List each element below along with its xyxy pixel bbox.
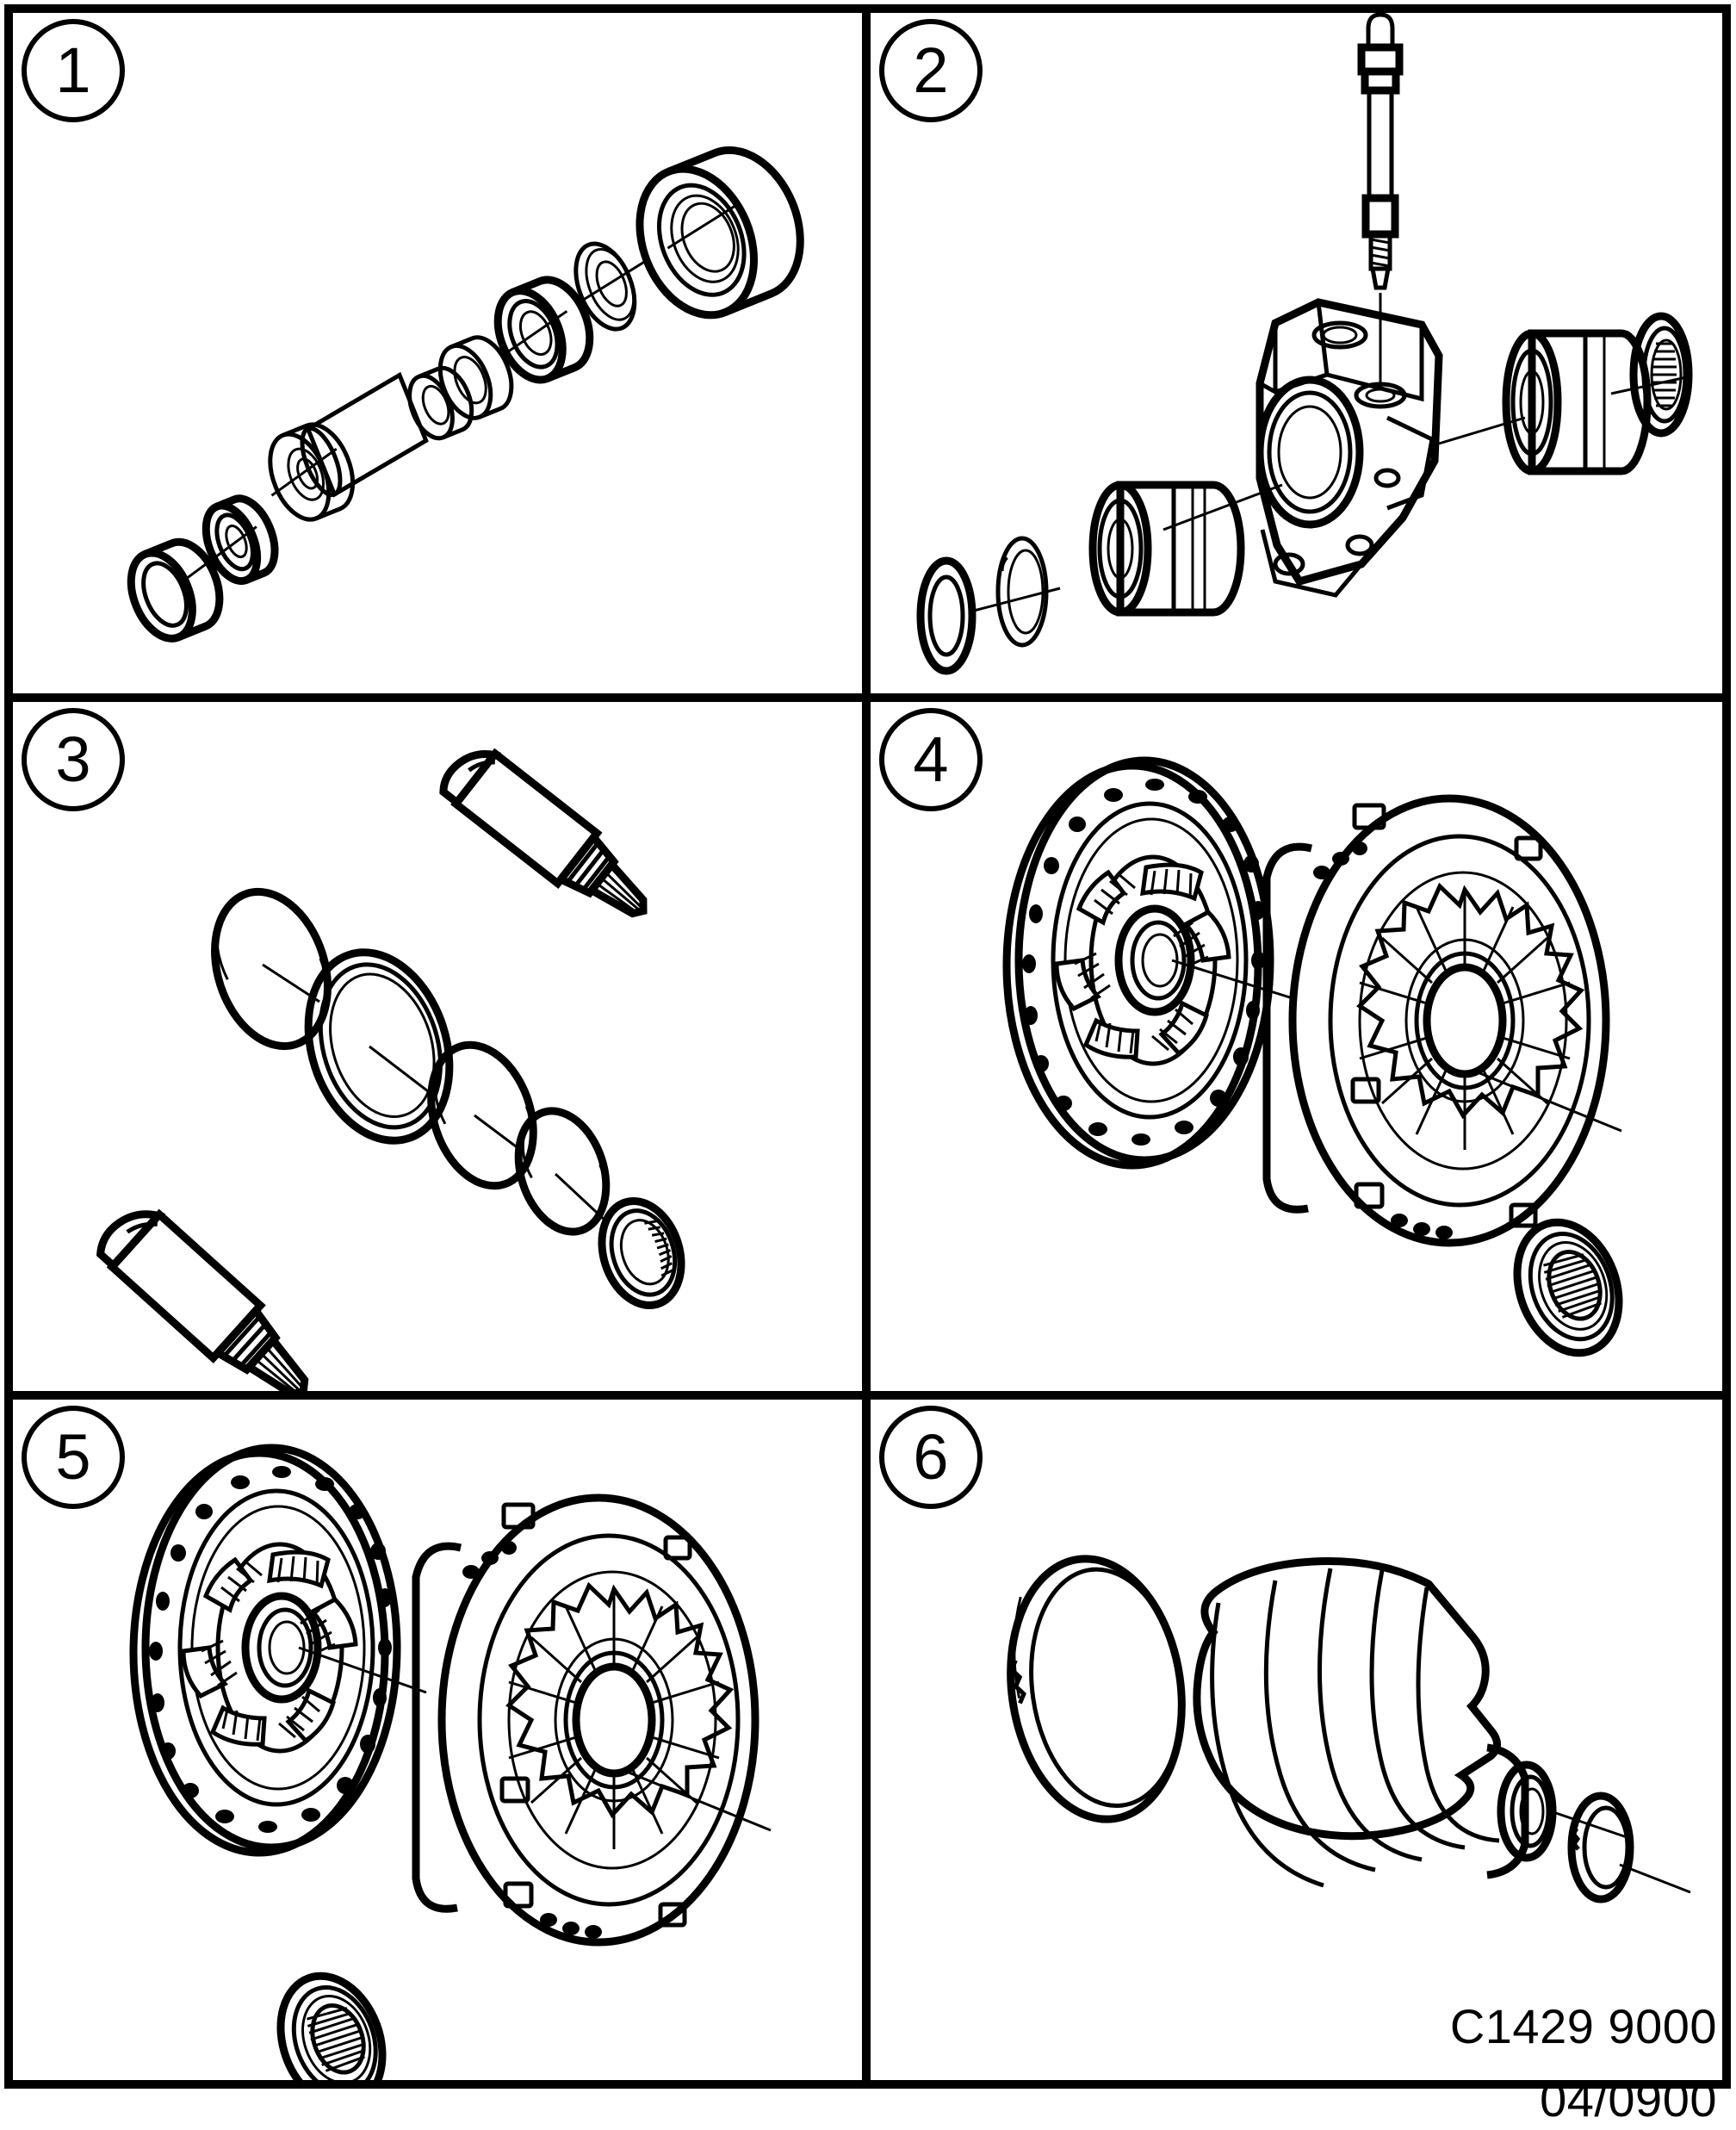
clutch-pressure-plate xyxy=(1262,794,1610,1247)
o-ring-left xyxy=(916,556,976,675)
grease-tube-upper xyxy=(439,748,648,918)
panel-number-4: 4 xyxy=(913,723,949,795)
damper-springs xyxy=(1054,862,1231,1059)
release-bearing xyxy=(276,1972,387,2089)
rivet-holes xyxy=(149,1466,392,1833)
panel-3-grease-and-seal-kit xyxy=(13,702,862,1391)
panel-number-badge-2: 2 xyxy=(879,19,983,122)
revision-code: 04/0900 xyxy=(1540,2072,1717,2127)
rivet-holes xyxy=(1022,779,1265,1146)
panel-number-badge-5: 5 xyxy=(22,1406,125,1509)
damper-springs xyxy=(181,1549,358,1747)
panel-number-badge-3: 3 xyxy=(22,708,125,811)
clutch-friction-disc xyxy=(129,1444,401,1857)
grid-vertical-divider xyxy=(862,4,871,2089)
panel-number-3: 3 xyxy=(55,723,91,795)
diaphragm-spring xyxy=(1356,882,1585,1150)
o-ring-4 xyxy=(514,1107,611,1236)
grid-horizontal-divider-2 xyxy=(4,1391,1731,1400)
shim-split-ring xyxy=(995,536,1049,648)
diaphragm-spring xyxy=(505,1581,735,1849)
panel-5-clutch-kit-alternate xyxy=(13,1400,862,2089)
panel-number-2: 2 xyxy=(913,34,949,106)
seal-ring-hatched xyxy=(598,1196,685,1310)
bearing-cartridge-right xyxy=(1502,329,1652,475)
panel-number-badge-4: 4 xyxy=(879,708,983,811)
ball-joint-stud xyxy=(1357,13,1404,385)
clutch-friction-disc xyxy=(1002,756,1274,1170)
seal-ring-right xyxy=(1629,312,1693,438)
bearing-cartridge-left xyxy=(1088,481,1245,617)
cv-boot xyxy=(1193,1557,1557,1888)
grid-horizontal-divider-1 xyxy=(4,693,1731,702)
panel-number-1: 1 xyxy=(55,34,91,106)
catalog-code: C1429 9000 xyxy=(1449,1999,1717,2053)
panel-2-knuckle-assembly xyxy=(871,13,1722,693)
panel-4-clutch-kit xyxy=(871,702,1722,1391)
o-ring-3 xyxy=(427,1040,537,1190)
knuckle-housing xyxy=(1256,298,1443,598)
o-ring-2-large xyxy=(304,948,454,1145)
release-bearing xyxy=(1513,1218,1623,1357)
panel-6-cv-boot-kit xyxy=(871,1400,1722,2089)
panel-1-shaft-bearings xyxy=(13,13,862,693)
boot-clamp-small xyxy=(1567,1792,1634,1903)
panel-number-badge-6: 6 xyxy=(879,1406,983,1509)
clutch-pressure-plate xyxy=(412,1493,760,1947)
panel-number-5: 5 xyxy=(55,1421,91,1493)
panel-number-badge-1: 1 xyxy=(22,19,125,122)
grease-tube-lower xyxy=(96,1208,309,1391)
panel-number-6: 6 xyxy=(913,1421,949,1493)
boot-clamp-large xyxy=(1007,1555,1186,1823)
